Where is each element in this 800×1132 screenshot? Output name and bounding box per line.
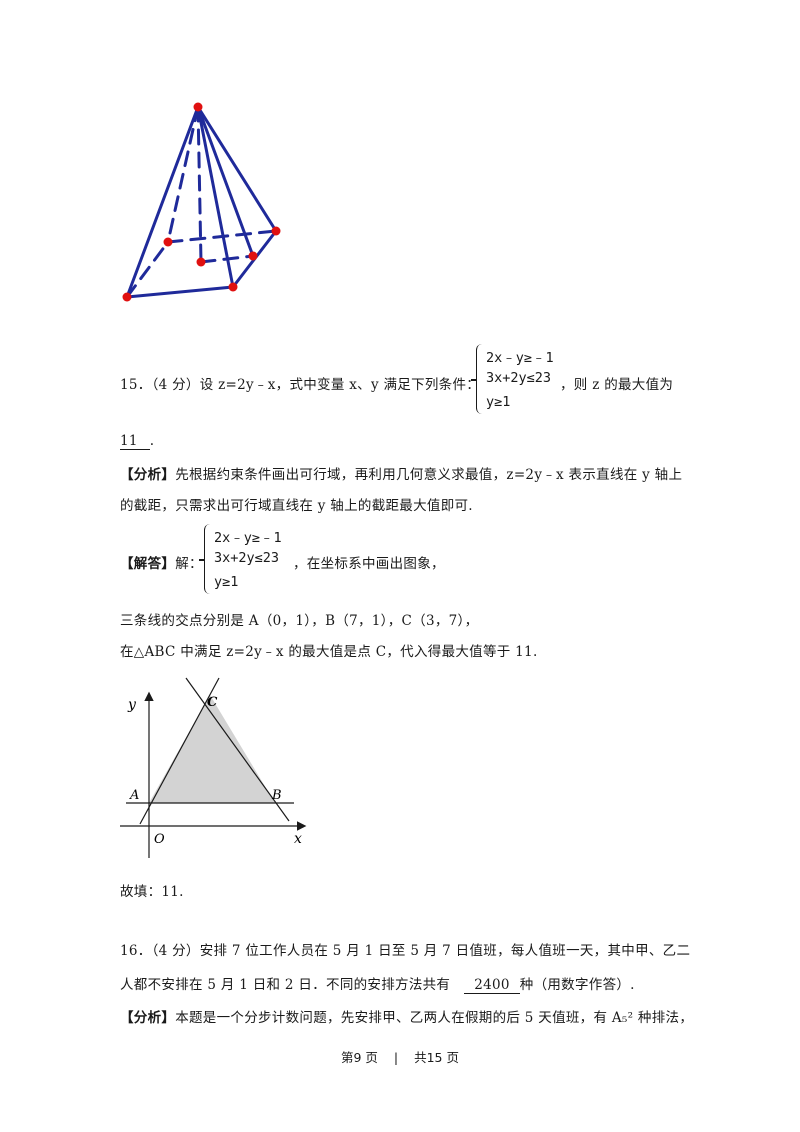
q15-analysis-line2: 的截距，只需求出可行域直线在 y 轴上的截距最大值即可. xyxy=(120,498,473,514)
pyramid-vertex xyxy=(193,102,203,112)
line-3x-plus-2y xyxy=(185,677,290,822)
point-c-label: C xyxy=(207,695,218,710)
analysis-text: 本题是一个分步计数问题，先安排甲、乙两人在假期的后 5 天值班，有 A₅² 种排… xyxy=(175,1010,694,1026)
point-b-label: B xyxy=(271,788,282,803)
q16-analysis: 【分析】本题是一个分步计数问题，先安排甲、乙两人在假期的后 5 天值班，有 A₅… xyxy=(120,1006,693,1026)
line-2x-minus-y xyxy=(139,677,220,825)
pyramid-edge-hidden xyxy=(166,105,200,244)
solution-label: 【解答】 xyxy=(120,556,176,572)
constraint-1: 2x﹣y≥﹣1 xyxy=(486,350,554,366)
constraint-2: 3x+2y≤23 xyxy=(214,550,280,566)
pyramid-edge xyxy=(196,105,278,233)
q15-line1-suffix: ，则 z 的最大值为 xyxy=(560,377,674,393)
pyramid-figure xyxy=(122,102,281,302)
constraint-1: 2x﹣y≥﹣1 xyxy=(214,530,282,546)
q15-constraint-system: 2x﹣y≥﹣1 3x+2y≤23 y≥1 xyxy=(471,344,586,414)
q15-analysis-line1: 【分析】先根据约束条件画出可行域，再利用几何意义求最值，z=2y﹣x 表示直线在… xyxy=(120,463,682,483)
y-axis-label: y xyxy=(127,697,137,713)
pyramid-vertex xyxy=(271,226,281,236)
q16-line2-suffix: 种（用数字作答）. xyxy=(519,977,635,993)
pyramid-edge-hidden xyxy=(196,105,203,264)
total-pages: 共15 页 xyxy=(414,1050,459,1065)
q16-line2-prefix: 人都不安排在 5 月 1 日和 2 日．不同的安排方法共有 xyxy=(120,977,451,993)
brace-icon xyxy=(471,344,484,414)
constraint-2: 3x+2y≤23 xyxy=(486,370,552,386)
page-footer: 第9 页 | 共15 页 xyxy=(0,1047,800,1066)
analysis-label: 【分析】 xyxy=(120,1010,176,1026)
q15-solution-prefix: 【解答】解： xyxy=(120,552,203,572)
origin-label: O xyxy=(154,832,165,847)
q15-fill-answer: 故填：11. xyxy=(120,884,184,900)
feasible-region-graph: y x O A B C xyxy=(120,677,307,858)
pyramid-vertex xyxy=(163,237,173,247)
constraint-3: y≥1 xyxy=(214,574,239,590)
pyramid-edge xyxy=(196,105,235,289)
pyramid-edge xyxy=(125,105,200,299)
q15-conclusion: 在△ABC 中满足 z=2y﹣x 的最大值是点 C，代入得最大值等于 11. xyxy=(120,644,538,660)
pyramid-vertex xyxy=(248,251,258,261)
q15-line1-prefix: 15．（4 分）设 z=2y﹣x，式中变量 x、y 满足下列条件： xyxy=(120,377,481,393)
analysis-text: 先根据约束条件画出可行域，再利用几何意义求最值，z=2y﹣x 表示直线在 y 轴… xyxy=(175,467,683,483)
pyramid-edge-hidden xyxy=(166,229,278,244)
pyramid-vertex xyxy=(228,282,238,292)
constraint-3: y≥1 xyxy=(486,394,511,410)
point-a-label: A xyxy=(129,788,139,803)
analysis-label: 【分析】 xyxy=(120,467,176,483)
q15-solution-suffix: ，在坐标系中画出图象， xyxy=(293,556,445,572)
q15-intersection: 三条线的交点分别是 A（0，1），B（7，1），C（3，7）， xyxy=(120,613,479,629)
pyramid-vertex xyxy=(196,257,206,267)
page-number: 第9 页 xyxy=(341,1050,378,1065)
brace-icon xyxy=(199,524,212,594)
pyramid-edge xyxy=(196,105,255,258)
pyramid-edge-hidden xyxy=(199,254,255,264)
q15-answer: 11 xyxy=(120,433,150,450)
q16-answer: 2400 xyxy=(464,977,520,994)
x-axis-label: x xyxy=(294,831,302,847)
feasible-region xyxy=(149,695,275,803)
solution-prefix: 解： xyxy=(175,556,203,572)
q15-answer-end: . xyxy=(149,433,155,449)
footer-separator: | xyxy=(393,1050,399,1065)
q15-answer-line: 11. xyxy=(120,433,154,450)
pyramid-edge-hidden xyxy=(125,240,170,299)
q16-line1: 16．（4 分）安排 7 位工作人员在 5 月 1 日至 5 月 7 日值班，每… xyxy=(120,943,691,959)
q15-solution-system: 2x﹣y≥﹣1 3x+2y≤23 y≥1 xyxy=(199,524,314,594)
pyramid-vertex xyxy=(122,292,132,302)
pyramid-edge xyxy=(125,285,235,299)
